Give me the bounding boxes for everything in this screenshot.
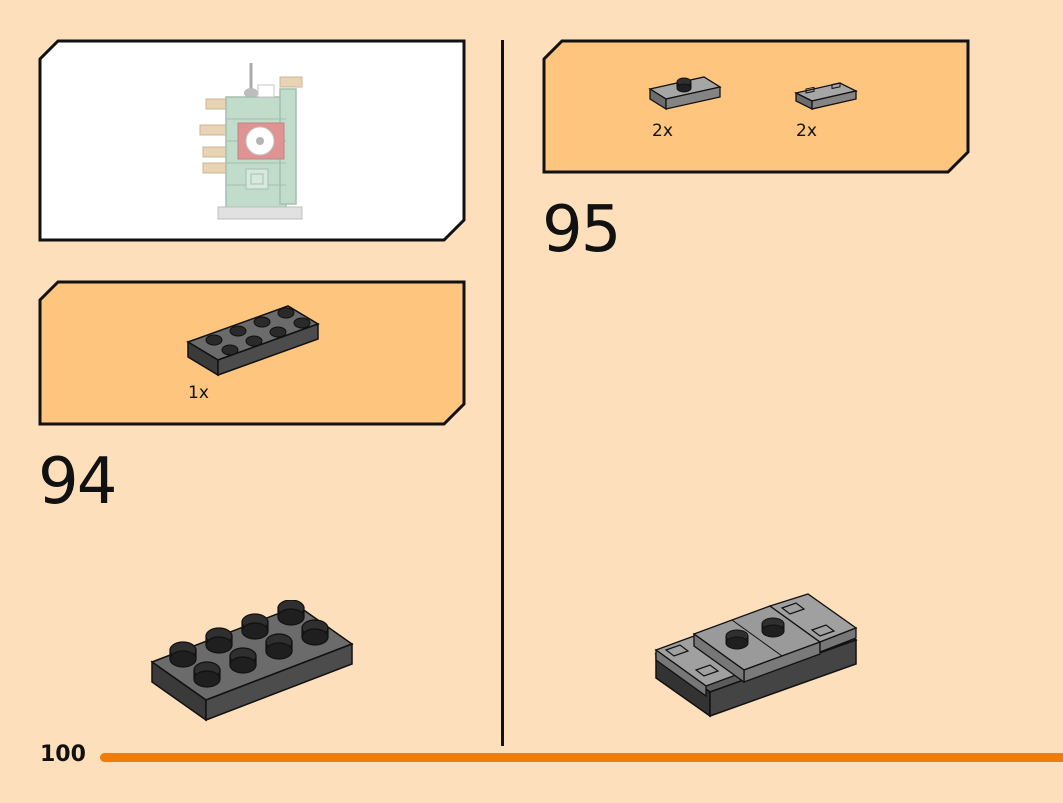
column-divider <box>501 40 504 746</box>
plate-with-tiles-assembly-icon <box>654 593 858 718</box>
model-preview-icon <box>199 63 303 220</box>
tile-1x2-gray-icon <box>794 82 858 111</box>
plate-1x2-with-stud-gray-icon <box>648 76 722 111</box>
plate-2x4-assembly-icon <box>150 600 354 722</box>
step-95-parts-panel: 2x 2x <box>542 39 970 174</box>
plate-2x4-dark-gray-icon <box>186 305 320 377</box>
page-number: 100 <box>40 742 86 767</box>
model-preview-panel <box>38 39 466 242</box>
step-number: 94 <box>38 445 117 519</box>
step-number: 95 <box>542 193 621 267</box>
part-quantity: 2x <box>796 121 817 141</box>
part-quantity: 2x <box>652 121 673 141</box>
step-94-parts-panel: 1x <box>38 280 466 426</box>
part-quantity: 1x <box>188 383 209 403</box>
page-footer-bar <box>100 753 1063 762</box>
